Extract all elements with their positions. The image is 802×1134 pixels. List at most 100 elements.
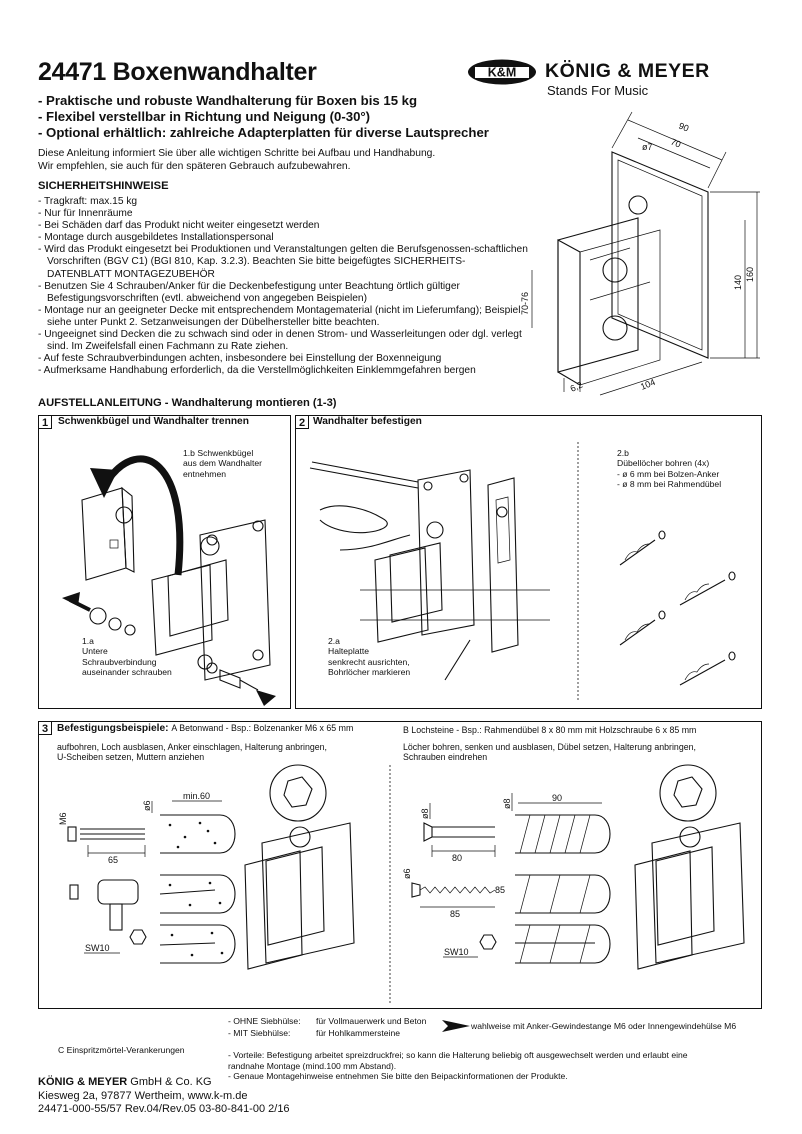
brand-name: KÖNIG & MEYER bbox=[545, 60, 710, 82]
panel-2-title: Wandhalter befestigen bbox=[313, 416, 422, 427]
intro-line-2: Wir empfehlen, sie auch für den späteren… bbox=[38, 160, 351, 172]
safety-item: - Aufmerksame Handhabung erforderlich, d… bbox=[38, 365, 476, 377]
safety-item: - Bei Schäden darf das Produkt nicht wei… bbox=[38, 220, 320, 232]
dim-90: 90 bbox=[677, 121, 690, 134]
panel-1-title: Schwenkbügel und Wandhalter trennen bbox=[58, 416, 249, 427]
dim-70-76: 70-76 bbox=[520, 292, 530, 315]
advantages-line: - Vorteile: Befestigung arbeitet spreizd… bbox=[228, 1050, 688, 1060]
label-85-b: 85 bbox=[495, 885, 505, 895]
step-2b-line: Dübellöcher bohren (4x) bbox=[617, 458, 710, 469]
dim-6-2: 6,2 bbox=[569, 379, 585, 393]
footer-company: KÖNIG & MEYER GmbH & Co. KG bbox=[38, 1076, 212, 1088]
label-m6: M6 bbox=[58, 812, 68, 825]
panel-3-title: Befestigungsbeispiele: A Betonwand - Bsp… bbox=[57, 723, 353, 734]
example-b-title: B Lochsteine - Bsp.: Rahmendübel 8 x 80 … bbox=[403, 725, 697, 735]
step-2b-line: - ø 6 mm bei Bolzen-Anker bbox=[617, 468, 720, 479]
safety-item: - Nur für Innenräume bbox=[38, 208, 133, 220]
dim-104: 104 bbox=[639, 377, 657, 392]
brand-tagline: Stands For Music bbox=[547, 83, 649, 98]
advantages-line: randnahe Montage (mind.100 mm Abstand). bbox=[228, 1060, 397, 1071]
label-d6: ø6 bbox=[142, 800, 152, 811]
step-1b-line: aus dem Wandhalter bbox=[183, 458, 262, 469]
feature-2: - Flexibel verstellbar in Richtung und N… bbox=[38, 109, 371, 124]
page-title: 24471 Boxenwandhalter bbox=[38, 58, 317, 86]
step-2a: 2.a Halteplatte senkrecht ausrichten, Bo… bbox=[328, 636, 410, 678]
panel-1-number: 1 bbox=[38, 415, 52, 429]
note-mit-label: - MIT Siebhülse: bbox=[228, 1028, 291, 1038]
step-1b-line: 1.b Schwenkbügel bbox=[183, 448, 254, 458]
label-d8-a: ø8 bbox=[420, 808, 430, 819]
safety-item: - Ungeeignet sind Decken die zu schwach … bbox=[38, 329, 522, 353]
step-2b-line: 2.b bbox=[617, 448, 629, 458]
label-80: 80 bbox=[452, 853, 462, 863]
step-1b-line: entnehmen bbox=[183, 468, 227, 479]
safety-item: - Montage durch ausgebildetes Installati… bbox=[38, 232, 274, 244]
advantages-line: - Genaue Montagehinweise entnehmen Sie b… bbox=[228, 1071, 568, 1081]
panel-2-number: 2 bbox=[295, 415, 309, 429]
dim-hole-7: ø7 bbox=[642, 142, 653, 152]
dim-140: 140 bbox=[733, 275, 743, 290]
step-1a: 1.a Untere Schraubverbindung auseinander… bbox=[82, 636, 172, 678]
feature-1: - Praktische und robuste Wandhalterung f… bbox=[38, 93, 418, 108]
step-1a-line: Untere bbox=[82, 646, 108, 657]
intro-text: Diese Anleitung informiert Sie über alle… bbox=[38, 148, 435, 173]
label-d6-b: ø6 bbox=[402, 868, 412, 879]
note-ohne-label: - OHNE Siebhülse: bbox=[228, 1016, 301, 1026]
safety-item: - Benutzen Sie 4 Schrauben/Anker für die… bbox=[38, 280, 460, 304]
step-2b: 2.b Dübellöcher bohren (4x) - ø 6 mm bei… bbox=[617, 448, 721, 490]
assembly-heading: AUFSTELLANLEITUNG - Wandhalterung montie… bbox=[38, 397, 337, 409]
panel-1 bbox=[38, 415, 291, 709]
step-2a-line: senkrecht ausrichten, bbox=[328, 656, 410, 667]
label-sw10-b: SW10 bbox=[444, 947, 469, 957]
panel-1-illustration bbox=[62, 455, 276, 706]
drill-icon bbox=[679, 571, 736, 606]
footer-address: Kiesweg 2a, 97877 Wertheim, www.k-m.de bbox=[38, 1090, 248, 1102]
example-a-title: A Betonwand - Bsp.: Bolzenanker M6 x 65 … bbox=[171, 723, 354, 733]
label-90: 90 bbox=[552, 793, 562, 803]
km-logo-icon: K&M bbox=[468, 59, 536, 85]
step-1a-line: auseinander schrauben bbox=[82, 667, 172, 678]
panel-3-title-main: Befestigungsbeispiele: bbox=[57, 723, 169, 734]
advantages: - Vorteile: Befestigung arbeitet spreizd… bbox=[228, 1050, 688, 1082]
example-b-line: Löcher bohren, senken und ausblasen, Düb… bbox=[403, 742, 696, 752]
label-min60: min.60 bbox=[183, 791, 210, 801]
step-1a-line: 1.a bbox=[82, 636, 94, 646]
step-2a-line: Bohrlöcher markieren bbox=[328, 667, 411, 678]
panel-2 bbox=[295, 415, 762, 709]
feature-3: - Optional erhältlich: zahlreiche Adapte… bbox=[38, 125, 489, 140]
drill-icon bbox=[619, 530, 666, 566]
footer-company-rest: GmbH & Co. KG bbox=[127, 1076, 212, 1088]
arrow-note: wahlweise mit Anker-Gewindestange M6 ode… bbox=[471, 1021, 737, 1031]
step-2a-line: Halteplatte bbox=[328, 646, 370, 657]
panel-2-illustration bbox=[309, 442, 736, 702]
note-ohne-value: für Vollmauerwerk und Beton bbox=[316, 1016, 427, 1026]
safety-list: - Tragkraft: max.15 kg - Nur für Innenrä… bbox=[38, 196, 528, 377]
safety-item: - Auf feste Schraubverbindungen achten, … bbox=[38, 353, 442, 365]
safety-heading: SICHERHEITSHINWEISE bbox=[38, 180, 169, 192]
step-1b: 1.b Schwenkbügel aus dem Wandhalter entn… bbox=[183, 448, 262, 479]
example-c: C Einspritzmörtel-Verankerungen bbox=[58, 1045, 185, 1055]
intro-line-1: Diese Anleitung informiert Sie über alle… bbox=[38, 148, 436, 159]
example-b-line: Schrauben eindrehen bbox=[403, 752, 488, 763]
example-b-text: Löcher bohren, senken und ausblasen, Düb… bbox=[403, 742, 696, 763]
note-mit-value: für Hohlkammersteine bbox=[316, 1028, 401, 1038]
curve-arrow-icon bbox=[90, 468, 118, 498]
label-65: 65 bbox=[108, 855, 118, 865]
dim-160: 160 bbox=[745, 267, 755, 282]
arrow-right-icon bbox=[256, 690, 276, 706]
label-d8-b: ø8 bbox=[502, 798, 512, 809]
dim-70: 70 bbox=[669, 137, 682, 150]
example-a-line: U-Scheiben setzen, Muttern anziehen bbox=[57, 752, 205, 763]
note-ohne: - OHNE Siebhülse: für Vollmauerwerk und … bbox=[228, 1016, 426, 1027]
example-a-text: aufbohren, Loch ausblasen, Anker einschl… bbox=[57, 742, 327, 763]
safety-item: - Montage nur an geeigneter Decke mit en… bbox=[38, 304, 521, 328]
logo-mark-text: K&M bbox=[488, 66, 516, 80]
footer-company-bold: KÖNIG & MEYER bbox=[38, 1076, 128, 1088]
safety-item: - Wird das Produkt eingesetzt bei Produk… bbox=[38, 244, 528, 280]
step-1a-line: Schraubverbindung bbox=[82, 656, 157, 667]
label-sw10-a: SW10 bbox=[85, 943, 110, 953]
step-2b-line: - ø 8 mm bei Rahmendübel bbox=[617, 479, 722, 490]
drill-icon bbox=[619, 610, 666, 646]
example-a-line: aufbohren, Loch ausblasen, Anker einschl… bbox=[57, 742, 327, 752]
note-mit: - MIT Siebhülse: für Hohlkammersteine bbox=[228, 1028, 400, 1039]
